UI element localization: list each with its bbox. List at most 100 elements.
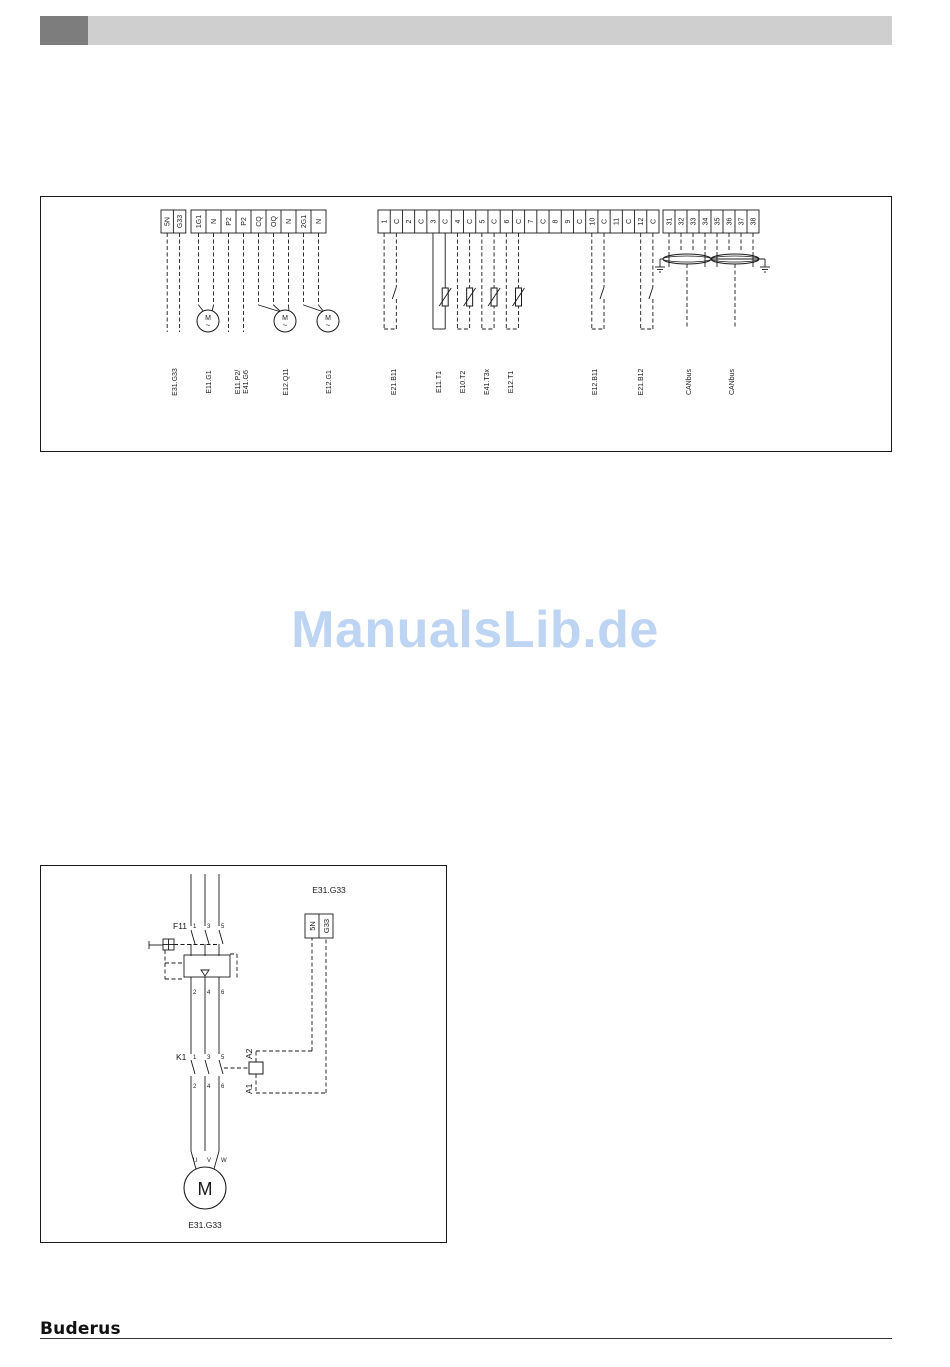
terminal-label: 4: [455, 219, 462, 223]
terminal-label: 37: [739, 218, 746, 226]
switch-contact: [599, 286, 605, 300]
device-label: E31.G33: [172, 368, 179, 396]
coil-label: A1: [244, 1083, 254, 1094]
fuse-contact: [190, 929, 196, 945]
terminal-label: 7: [528, 219, 535, 223]
pin-label: 3: [207, 924, 211, 930]
terminal-label: C: [650, 219, 657, 224]
terminal-label: N: [211, 219, 218, 224]
terminal-label: N: [316, 219, 323, 224]
motor-letter: M: [325, 315, 331, 322]
contactor-coil: [248, 1061, 264, 1075]
fuse-contact: [204, 929, 210, 945]
motor-symbol: [316, 309, 340, 333]
device-label: E11.T1: [436, 371, 443, 393]
terminal-label: CQ: [256, 216, 263, 227]
sensor-slash: [438, 287, 452, 307]
phase-label: V: [207, 1158, 211, 1164]
terminal-label: 33: [691, 218, 698, 226]
terminal-label: N: [286, 219, 293, 224]
terminal-label: 34: [703, 218, 710, 226]
motor-symbol: [273, 309, 297, 333]
fuse-label: F11: [173, 921, 187, 931]
device-label: E12.T1: [508, 371, 515, 394]
pin-label: 6: [221, 990, 225, 996]
wire: [213, 1150, 220, 1170]
terminal-label: 3: [430, 219, 437, 223]
terminal-label: 5N: [308, 921, 317, 931]
motor-letter: M: [198, 1179, 213, 1199]
motor-tilde: ~: [283, 321, 288, 330]
motor-caption: E31.G33: [188, 1220, 222, 1230]
contactor-label: K1: [176, 1052, 187, 1062]
pin-label: 3: [207, 1055, 211, 1061]
watermark: ManualsLib.de: [291, 601, 659, 659]
header-bar: [40, 16, 892, 45]
terminal-label: G33: [322, 919, 331, 933]
motor-tilde: ~: [206, 321, 211, 330]
terminal-label: OQ: [271, 216, 278, 227]
device-label: E12.G1: [326, 370, 333, 394]
diagram-title: E31.G33: [312, 885, 346, 895]
terminal-label: 2G1: [301, 215, 308, 228]
terminal-label: C: [394, 219, 401, 224]
pin-label: 5: [221, 924, 225, 930]
terminal-label: 10: [589, 218, 596, 226]
device-label: E11.P2/: [235, 370, 242, 394]
cable-shield-inner: [662, 255, 712, 263]
terminal-label: 6: [504, 219, 511, 223]
device-label: E12.Q11: [283, 368, 290, 395]
terminal-label: 2: [406, 219, 413, 223]
sensor-slash: [512, 287, 525, 307]
terminal-label: 12: [638, 218, 645, 226]
header-tab: [40, 16, 88, 45]
motor-symbol: [196, 309, 220, 333]
coil-label: A2: [244, 1048, 254, 1059]
device-label: E41.T3x: [484, 368, 491, 395]
device-label: E21.B12: [638, 368, 645, 395]
terminal-label: C: [577, 219, 584, 224]
terminal-label: 32: [679, 218, 686, 226]
sensor-slash: [487, 287, 501, 307]
terminal-label: C: [626, 219, 633, 224]
pin-label: 1: [193, 1055, 197, 1061]
terminal-label: 38: [751, 218, 758, 226]
terminal-label: 31: [667, 218, 674, 226]
brand-logo: Buderus: [40, 1319, 121, 1339]
terminal-label: C: [540, 219, 547, 224]
terminal-label: 11: [614, 218, 621, 225]
pin-label: 5: [221, 1055, 225, 1061]
contactor-contact: [218, 1059, 224, 1075]
device-label: E11.G1: [206, 370, 213, 393]
fuse-contact: [218, 929, 224, 945]
contactor-contact: [204, 1059, 210, 1075]
terminal-label: C: [443, 219, 450, 224]
terminal-label: G33: [177, 215, 184, 228]
phase-label: U: [193, 1158, 197, 1164]
terminal-label: 5: [479, 219, 486, 223]
wire: [190, 1150, 197, 1170]
terminal-label: 8: [553, 219, 560, 223]
motor-lead: [303, 304, 325, 313]
device-label: E10.T2: [460, 371, 467, 394]
terminal-label: 1: [382, 219, 389, 223]
terminal-label: C: [467, 219, 474, 224]
terminal-label: P2: [241, 217, 248, 226]
footer-divider: [40, 1338, 892, 1339]
pin-label: 4: [207, 990, 211, 996]
terminal-label: C: [516, 219, 523, 224]
terminal-label: C: [492, 219, 499, 224]
terminal-label: C: [418, 219, 425, 224]
terminal-label: 5N: [165, 217, 172, 226]
device-label: E12.B11: [592, 369, 599, 395]
device-label: E41.G6: [243, 370, 250, 394]
cable-shield: [662, 253, 712, 265]
motor-tilde: ~: [326, 321, 331, 330]
pin-label: 2: [193, 1084, 197, 1090]
device-label: E21.B11: [391, 369, 398, 395]
pin-label: 4: [207, 1084, 211, 1090]
